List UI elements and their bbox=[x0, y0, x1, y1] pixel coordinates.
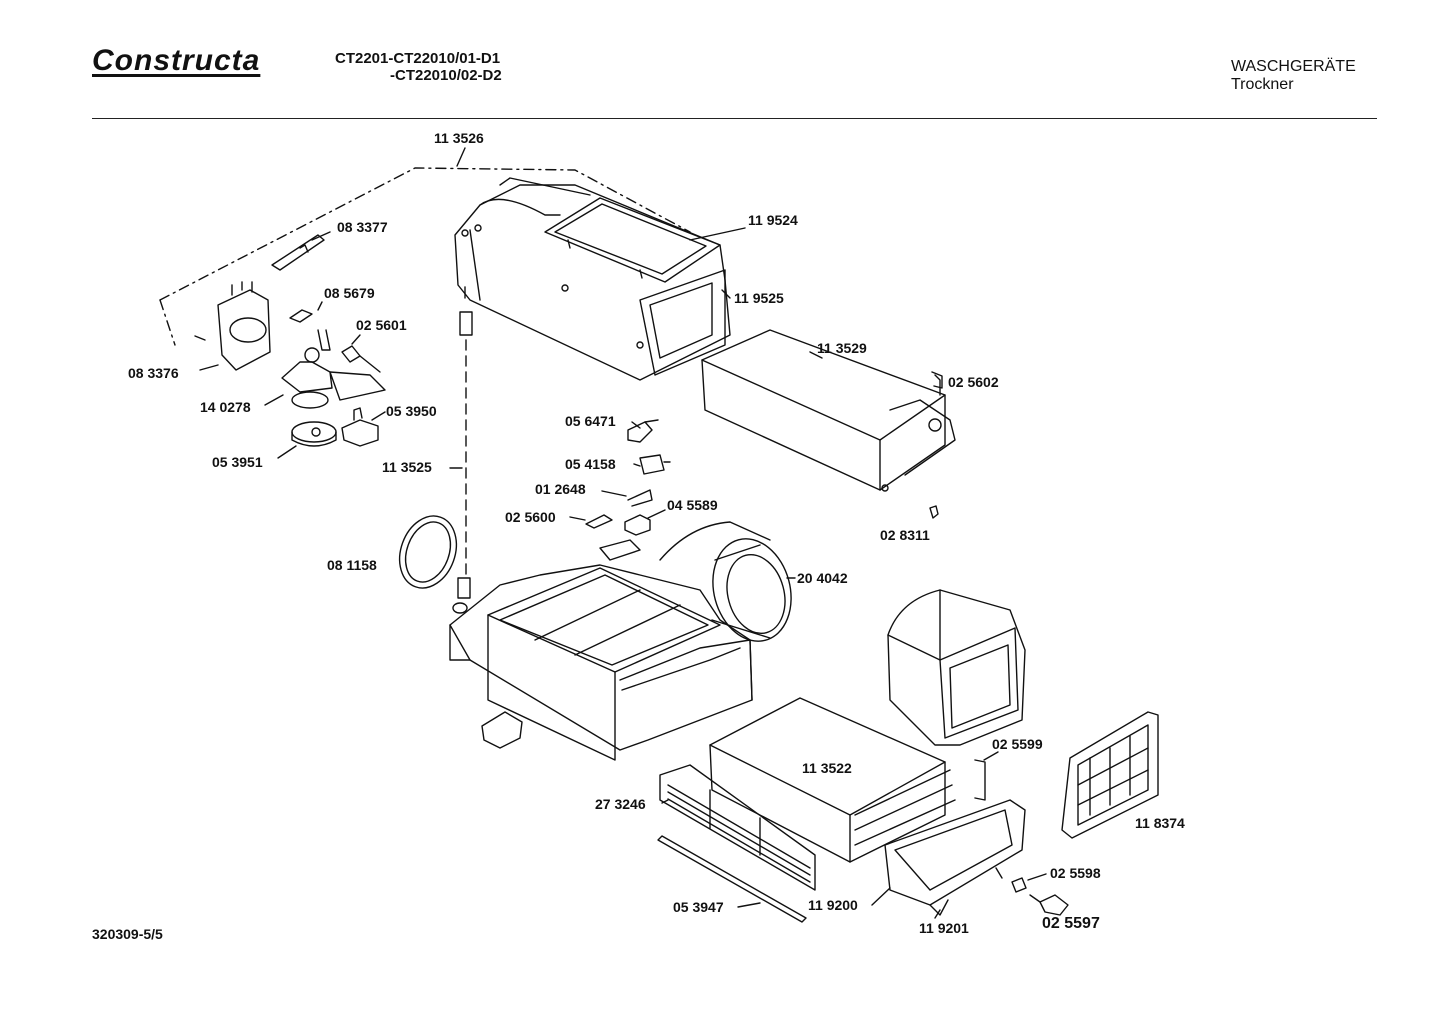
brand-logo: Constructa bbox=[92, 44, 261, 77]
part-small-bracket bbox=[481, 711, 523, 749]
part-number-label: 02 5602 bbox=[948, 374, 999, 390]
part-clip-02-5598 bbox=[1011, 877, 1027, 893]
part-number-label: 04 5589 bbox=[667, 497, 718, 513]
part-number-label: 11 3522 bbox=[802, 760, 852, 776]
part-motor-14-0278 bbox=[281, 347, 386, 409]
model-line-2: -CT22010/02-D2 bbox=[390, 67, 502, 84]
part-number-label: 02 8311 bbox=[880, 527, 930, 543]
part-spring-02-5600 bbox=[585, 514, 613, 529]
part-number-label: 14 0278 bbox=[200, 399, 251, 415]
part-number-label: 11 3526 bbox=[434, 130, 484, 146]
document-number: 320309-5/5 bbox=[92, 926, 163, 942]
part-number-label: 08 5679 bbox=[324, 285, 375, 301]
part-capacitor-05-4158 bbox=[639, 454, 671, 475]
part-clip-02-5599 bbox=[974, 759, 986, 801]
part-number-label: 08 3376 bbox=[128, 365, 179, 381]
part-number-label: 11 9200 bbox=[808, 897, 858, 913]
part-number-label: 11 9524 bbox=[748, 212, 798, 228]
part-bracket-01-2648 bbox=[627, 489, 653, 507]
part-number-label: 11 3529 bbox=[817, 340, 867, 356]
part-number-label: 27 3246 bbox=[595, 796, 646, 812]
part-number-label: 20 4042 bbox=[797, 570, 848, 586]
part-number-label: 02 5601 bbox=[356, 317, 407, 333]
part-number-label: 05 3947 bbox=[673, 899, 724, 915]
assembly-bracket-11-3526 bbox=[159, 167, 691, 346]
part-filter-frame-11-9200 bbox=[884, 799, 1026, 916]
part-knob-02-5597 bbox=[1029, 894, 1069, 916]
part-base-tub bbox=[449, 539, 753, 761]
part-number-label: 01 2648 bbox=[535, 481, 586, 497]
part-number-label: 02 5600 bbox=[505, 509, 556, 525]
part-side-filter-11-8374 bbox=[1061, 711, 1159, 839]
part-number-label: 05 3951 bbox=[212, 454, 263, 470]
part-bottom-box-11-3522 bbox=[709, 697, 956, 863]
part-cam-05-3951 bbox=[291, 421, 337, 447]
category-subtitle: Trockner bbox=[1231, 76, 1294, 93]
part-number-label: 02 5597 bbox=[1042, 915, 1100, 932]
part-funnel bbox=[887, 589, 1026, 746]
part-bracket-08-3377 bbox=[271, 231, 331, 271]
header-divider bbox=[92, 118, 1377, 119]
part-number-label: 08 1158 bbox=[327, 557, 377, 573]
part-belt-ring-08-1158 bbox=[398, 515, 458, 589]
part-number-label: 11 9525 bbox=[734, 290, 784, 306]
part-grille-27-3246 bbox=[659, 764, 816, 891]
part-holder-08-3376 bbox=[194, 281, 271, 371]
part-drum-20-4042 bbox=[659, 521, 792, 642]
part-clip-02-5602 bbox=[931, 371, 943, 389]
part-number-label: 05 6471 bbox=[565, 413, 616, 429]
part-number-label: 11 8374 bbox=[1135, 815, 1185, 831]
model-line-1: CT2201-CT22010/01-D1 bbox=[335, 50, 501, 67]
part-number-label: 08 3377 bbox=[337, 219, 388, 235]
part-knob-05-3950 bbox=[341, 407, 379, 447]
category-title: WASCHGERÄTE bbox=[1231, 58, 1356, 75]
part-number-label: 05 4158 bbox=[565, 456, 616, 472]
part-number-label: 05 3950 bbox=[386, 403, 437, 419]
part-shaft-11-3525 bbox=[457, 311, 473, 599]
part-number-label: 11 9201 bbox=[919, 920, 969, 936]
part-hose-08-5679 bbox=[289, 309, 331, 351]
part-number-label: 02 5598 bbox=[1050, 865, 1101, 881]
part-clip-05-6471 bbox=[627, 419, 659, 443]
part-duct-cover bbox=[701, 329, 956, 492]
part-number-label: 02 5599 bbox=[992, 736, 1043, 752]
part-screw-02-8311 bbox=[929, 505, 939, 519]
part-switch-02-5601 bbox=[341, 345, 381, 373]
part-upper-housing bbox=[454, 177, 731, 381]
part-number-label: 11 3525 bbox=[382, 459, 432, 475]
part-lid-panel bbox=[544, 197, 721, 283]
part-connector-04-5589 bbox=[624, 514, 651, 536]
part-strip-05-3947 bbox=[657, 835, 807, 923]
